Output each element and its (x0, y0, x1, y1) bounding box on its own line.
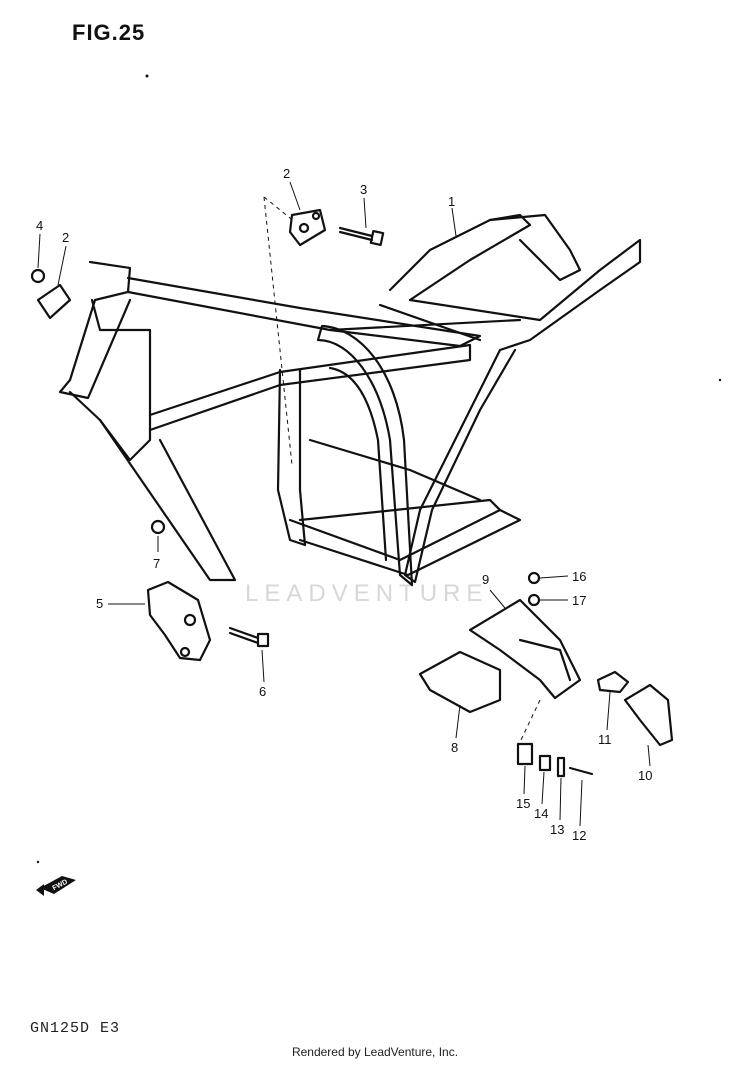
washer-13 (556, 756, 566, 778)
callout-9: 9 (482, 572, 489, 587)
collar-14 (538, 754, 552, 772)
nut-4 (30, 268, 46, 284)
engine-plate-upper (288, 208, 327, 247)
nut-16 (527, 571, 541, 585)
callout-1: 1 (448, 194, 455, 209)
callout-16: 16 (572, 569, 586, 584)
front-down-tube (98, 418, 237, 582)
bolt-3 (338, 226, 374, 242)
fwd-arrow-icon: FWD (36, 876, 76, 896)
watermark: LEADVENTURE (245, 580, 489, 607)
rear-loop (488, 213, 582, 282)
callout-13: 13 (550, 822, 564, 837)
guard-8 (418, 650, 502, 714)
callout-10: 10 (638, 768, 652, 783)
callout-8: 8 (451, 740, 458, 755)
bracket-10 (623, 683, 674, 747)
front-vertical (276, 368, 307, 547)
callout-12: 12 (572, 828, 586, 843)
callout-4: 4 (36, 218, 43, 233)
callout-2-upper: 2 (283, 166, 290, 181)
backbone-tube (148, 343, 472, 432)
rear-crossmember (378, 303, 482, 342)
lower-cross (298, 498, 502, 522)
engine-plate-left (36, 283, 72, 320)
footer-credit: Rendered by LeadVenture, Inc. (291, 1045, 459, 1059)
callout-7: 7 (153, 556, 160, 571)
bushing-15 (516, 742, 534, 766)
callout-14: 14 (534, 806, 548, 821)
head-pipe (58, 260, 132, 400)
washer-17 (527, 593, 541, 607)
bushing-7 (150, 519, 166, 535)
cover-plate-9 (468, 598, 582, 700)
bracket-5 (146, 580, 212, 662)
callout-15: 15 (516, 796, 530, 811)
center-loop (316, 324, 414, 587)
lower-cradle (288, 508, 522, 577)
bolt-12 (568, 766, 594, 776)
callout-5: 5 (96, 596, 103, 611)
rear-upper-rail (388, 213, 532, 302)
figure-title: FIG.25 (72, 20, 146, 45)
callout-11: 11 (598, 732, 612, 747)
center-loop-inner (328, 366, 388, 562)
seat-crossmember (328, 318, 522, 332)
rubber-11 (596, 670, 630, 694)
callout-17: 17 (572, 593, 586, 608)
main-top-tube (126, 276, 482, 348)
rear-strut (403, 348, 517, 584)
cradle-brace (308, 438, 482, 502)
callout-3: 3 (360, 182, 367, 197)
rear-side-rail (408, 238, 642, 352)
callout-2-left: 2 (62, 230, 69, 245)
callout-6: 6 (259, 684, 266, 699)
bolt-6 (228, 626, 260, 645)
model-code: GN125D E3 (30, 1020, 121, 1037)
